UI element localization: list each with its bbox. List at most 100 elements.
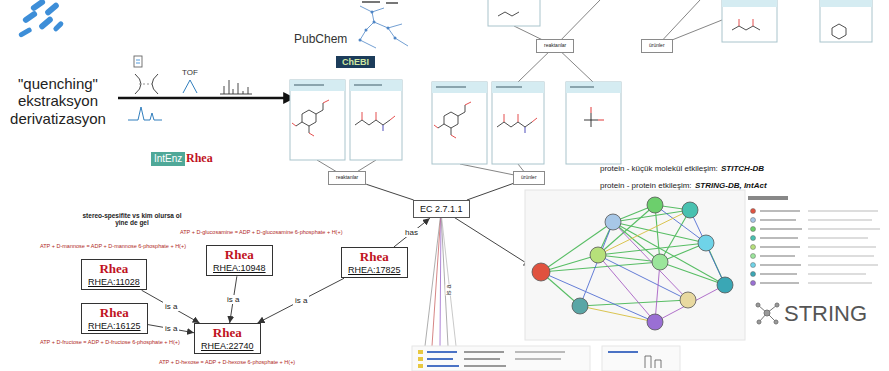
instrument-icons — [128, 107, 162, 120]
network-side-panel — [760, 237, 798, 239]
box-subtitle: RHEA:22740 — [201, 341, 254, 351]
relation-lines — [441, 212, 456, 346]
interaction-network — [655, 205, 660, 262]
molecule-card — [496, 86, 522, 88]
network-side-panel — [748, 196, 788, 200]
interaction-network — [590, 247, 606, 263]
network-side-panel — [760, 228, 802, 230]
instrument-icons — [139, 84, 154, 85]
ontology-tree — [371, 11, 374, 14]
database-logo: Rhea — [186, 152, 213, 166]
molecule-card — [436, 86, 466, 88]
database-screenshot — [412, 346, 590, 371]
molecule-card — [566, 82, 621, 93]
database-screenshot — [412, 346, 680, 371]
network-side-panel — [808, 246, 876, 248]
interaction-network — [541, 222, 613, 272]
box-title: Rhea — [348, 250, 401, 265]
string-logo-icon — [756, 303, 760, 307]
molecule-card — [820, 0, 872, 7]
molecule-card — [488, 0, 540, 26]
database-screenshot — [418, 364, 423, 368]
network-side-panel — [751, 263, 756, 268]
network-side-panel — [808, 282, 872, 284]
box-title: Rhea — [213, 248, 266, 263]
molecule-card — [350, 80, 402, 160]
interaction-network — [541, 272, 655, 322]
relation-lines — [441, 212, 448, 346]
molecule-card — [492, 82, 544, 164]
network-side-panel — [760, 264, 801, 266]
interaction-network — [613, 222, 688, 300]
network-side-panel — [760, 246, 800, 248]
molecule-card — [290, 80, 345, 160]
instrument-icons — [128, 56, 252, 120]
molecule-card — [294, 84, 324, 86]
molecule-card — [292, 100, 329, 136]
interaction-network — [532, 197, 733, 330]
database-screenshot — [464, 365, 506, 367]
molecule-card — [350, 80, 402, 91]
network-side-panel — [808, 255, 874, 257]
molecule-card — [497, 114, 537, 133]
reaction-side-box: reaktanlar — [328, 171, 366, 185]
interaction-network — [655, 285, 725, 322]
database-name: STRING-DB, IntAct — [695, 181, 767, 190]
molecule-card — [432, 82, 487, 164]
instrument-icons — [224, 80, 248, 94]
instrument-icons — [136, 60, 140, 63]
database-logo: ChEBI — [336, 56, 375, 68]
interaction-network — [717, 277, 733, 293]
network-side-panel — [760, 282, 799, 284]
string-logo-text: STRING — [784, 301, 867, 326]
interaction-network — [598, 205, 655, 255]
interaction-network — [598, 243, 706, 255]
ontology-tree — [394, 37, 397, 40]
molecule-card — [584, 107, 604, 127]
edge-label: is a — [163, 302, 179, 311]
molecule-card — [432, 82, 487, 93]
box-subtitle: RHEA:16125 — [88, 321, 141, 331]
edge-label: has — [403, 228, 420, 237]
reaction-side-box: reaktanlar — [536, 39, 574, 53]
molecule-card — [739, 19, 753, 26]
workflow-arrow — [118, 97, 294, 100]
database-screenshot — [515, 351, 565, 353]
connector — [258, 278, 344, 323]
interaction-network — [598, 255, 688, 300]
reaction-equation: ATP + D-hexose = ADP + D-hexose 6-phosph… — [159, 359, 295, 365]
ontology-tree — [365, 29, 368, 32]
reaction-equation: ATP + D-glucosamine = ADP + D-glucosamin… — [180, 229, 343, 235]
reaction-equation: ATP + D-fructose = ADP + D-fructose 6-ph… — [40, 339, 180, 345]
instrument-icons — [220, 94, 252, 95]
network-side-panel — [748, 196, 880, 286]
box-subtitle: RHEA:11028 — [88, 277, 140, 287]
network-side-panel — [808, 210, 880, 284]
note-text: stereo-spesifite vs kim olursa ol yine d… — [82, 212, 182, 227]
molecule-card — [570, 86, 594, 88]
box-title: ürünler — [521, 175, 537, 181]
database-screenshot — [608, 351, 638, 353]
interaction-network — [541, 262, 660, 272]
network-side-panel — [808, 264, 878, 266]
molecule-card — [290, 80, 345, 160]
connector — [148, 325, 194, 333]
connector — [142, 290, 200, 323]
enzyme-class-box: EC 2.7.1.1 — [413, 200, 470, 218]
molecule-card — [732, 26, 760, 30]
molecule-card — [432, 82, 487, 164]
interaction-network — [572, 298, 588, 314]
interaction-network — [532, 263, 550, 281]
box-title: Rhea — [88, 306, 141, 321]
network-side-panel — [751, 281, 756, 286]
network-side-panel — [751, 254, 756, 259]
reaction-side-box: ürünler — [513, 171, 545, 185]
interaction-network — [580, 300, 688, 306]
interaction-network — [525, 190, 745, 340]
string-logo-icon — [756, 303, 779, 324]
interaction-network — [598, 222, 725, 322]
rhea-reaction-box: RheaRHEA:10948 — [206, 245, 273, 276]
database-name: STITCH-DB — [721, 164, 764, 173]
connectors — [142, 184, 513, 333]
